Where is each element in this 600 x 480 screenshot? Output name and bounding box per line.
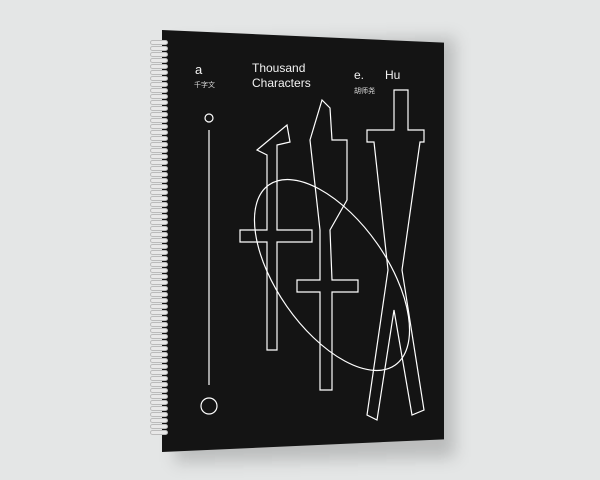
spiral-ring [150, 268, 168, 273]
spiral-ring [150, 40, 168, 45]
spiral-ring [150, 286, 168, 291]
spiral-ring [150, 376, 168, 381]
ellipse-outline [253, 178, 411, 372]
spiral-ring [150, 262, 168, 267]
glyph-qian-outline [239, 123, 313, 351]
cover-author-surname: Hu [385, 68, 401, 82]
spiral-ring [150, 322, 168, 327]
spiral-ring [150, 64, 168, 69]
spiral-ring [150, 124, 168, 129]
cover-title-line1: Thousand [252, 61, 306, 75]
spiral-ring [150, 166, 168, 171]
spiral-ring [150, 400, 168, 405]
spiral-ring [150, 292, 168, 297]
spiral-ring [150, 256, 168, 261]
spiral-ring [150, 118, 168, 123]
spiral-ring [150, 82, 168, 87]
spiral-ring [150, 202, 168, 207]
cover-chinese-title: 千字文 [194, 81, 215, 89]
spiral-binding [150, 40, 168, 440]
spiral-ring [150, 298, 168, 303]
spiral-ring [150, 172, 168, 177]
spiral-ring [150, 184, 168, 189]
spiral-ring [150, 130, 168, 135]
spiral-ring [150, 160, 168, 165]
spiral-ring [150, 364, 168, 369]
spiral-ring [150, 76, 168, 81]
spiral-ring [150, 238, 168, 243]
spiral-ring [150, 334, 168, 339]
spiral-ring [150, 406, 168, 411]
spiral-ring [150, 106, 168, 111]
spiral-ring [150, 418, 168, 423]
spiral-ring [150, 190, 168, 195]
spiral-ring [150, 70, 168, 75]
spiral-ring [150, 178, 168, 183]
spiral-ring [150, 46, 168, 51]
spiral-ring [150, 274, 168, 279]
spiral-ring [150, 346, 168, 351]
cover-letter-a: a [195, 62, 203, 77]
spiral-ring [150, 148, 168, 153]
spiral-ring [150, 316, 168, 321]
cover-author-initial: e. [354, 68, 365, 82]
spiral-ring [150, 208, 168, 213]
spiral-ring [150, 244, 168, 249]
spiral-ring [150, 220, 168, 225]
spiral-ring [150, 280, 168, 285]
spiral-ring [150, 52, 168, 57]
spiral-ring [150, 304, 168, 309]
glyph-zi-outline [296, 98, 359, 391]
spiral-ring [150, 214, 168, 219]
spiral-ring [150, 58, 168, 63]
cover-artwork [200, 89, 425, 421]
bottom-circle-mark [200, 397, 218, 415]
spiral-ring [150, 142, 168, 147]
spiral-ring [150, 382, 168, 387]
spiral-ring [150, 340, 168, 345]
spiral-ring [150, 328, 168, 333]
top-circle-mark [204, 113, 214, 123]
spiral-ring [150, 352, 168, 357]
spiral-ring [150, 370, 168, 375]
spiral-ring [150, 112, 168, 117]
spiral-ring [150, 358, 168, 363]
spiral-ring [150, 154, 168, 159]
spiral-ring [150, 232, 168, 237]
spiral-ring [150, 250, 168, 255]
cover-title-line2: Characters [252, 76, 311, 90]
spiral-ring [150, 226, 168, 231]
spiral-ring [150, 94, 168, 99]
spiral-ring [150, 196, 168, 201]
spiral-ring [150, 388, 168, 393]
spiral-ring [150, 100, 168, 105]
spiral-ring [150, 88, 168, 93]
spiral-ring [150, 394, 168, 399]
spiral-ring [150, 412, 168, 417]
glyph-wen-outline [366, 89, 425, 421]
cover-author-chinese: 胡师尧 [354, 87, 375, 95]
spiral-ring [150, 136, 168, 141]
spiral-ring [150, 430, 168, 435]
spiral-ring [150, 424, 168, 429]
spiral-ring [150, 310, 168, 315]
